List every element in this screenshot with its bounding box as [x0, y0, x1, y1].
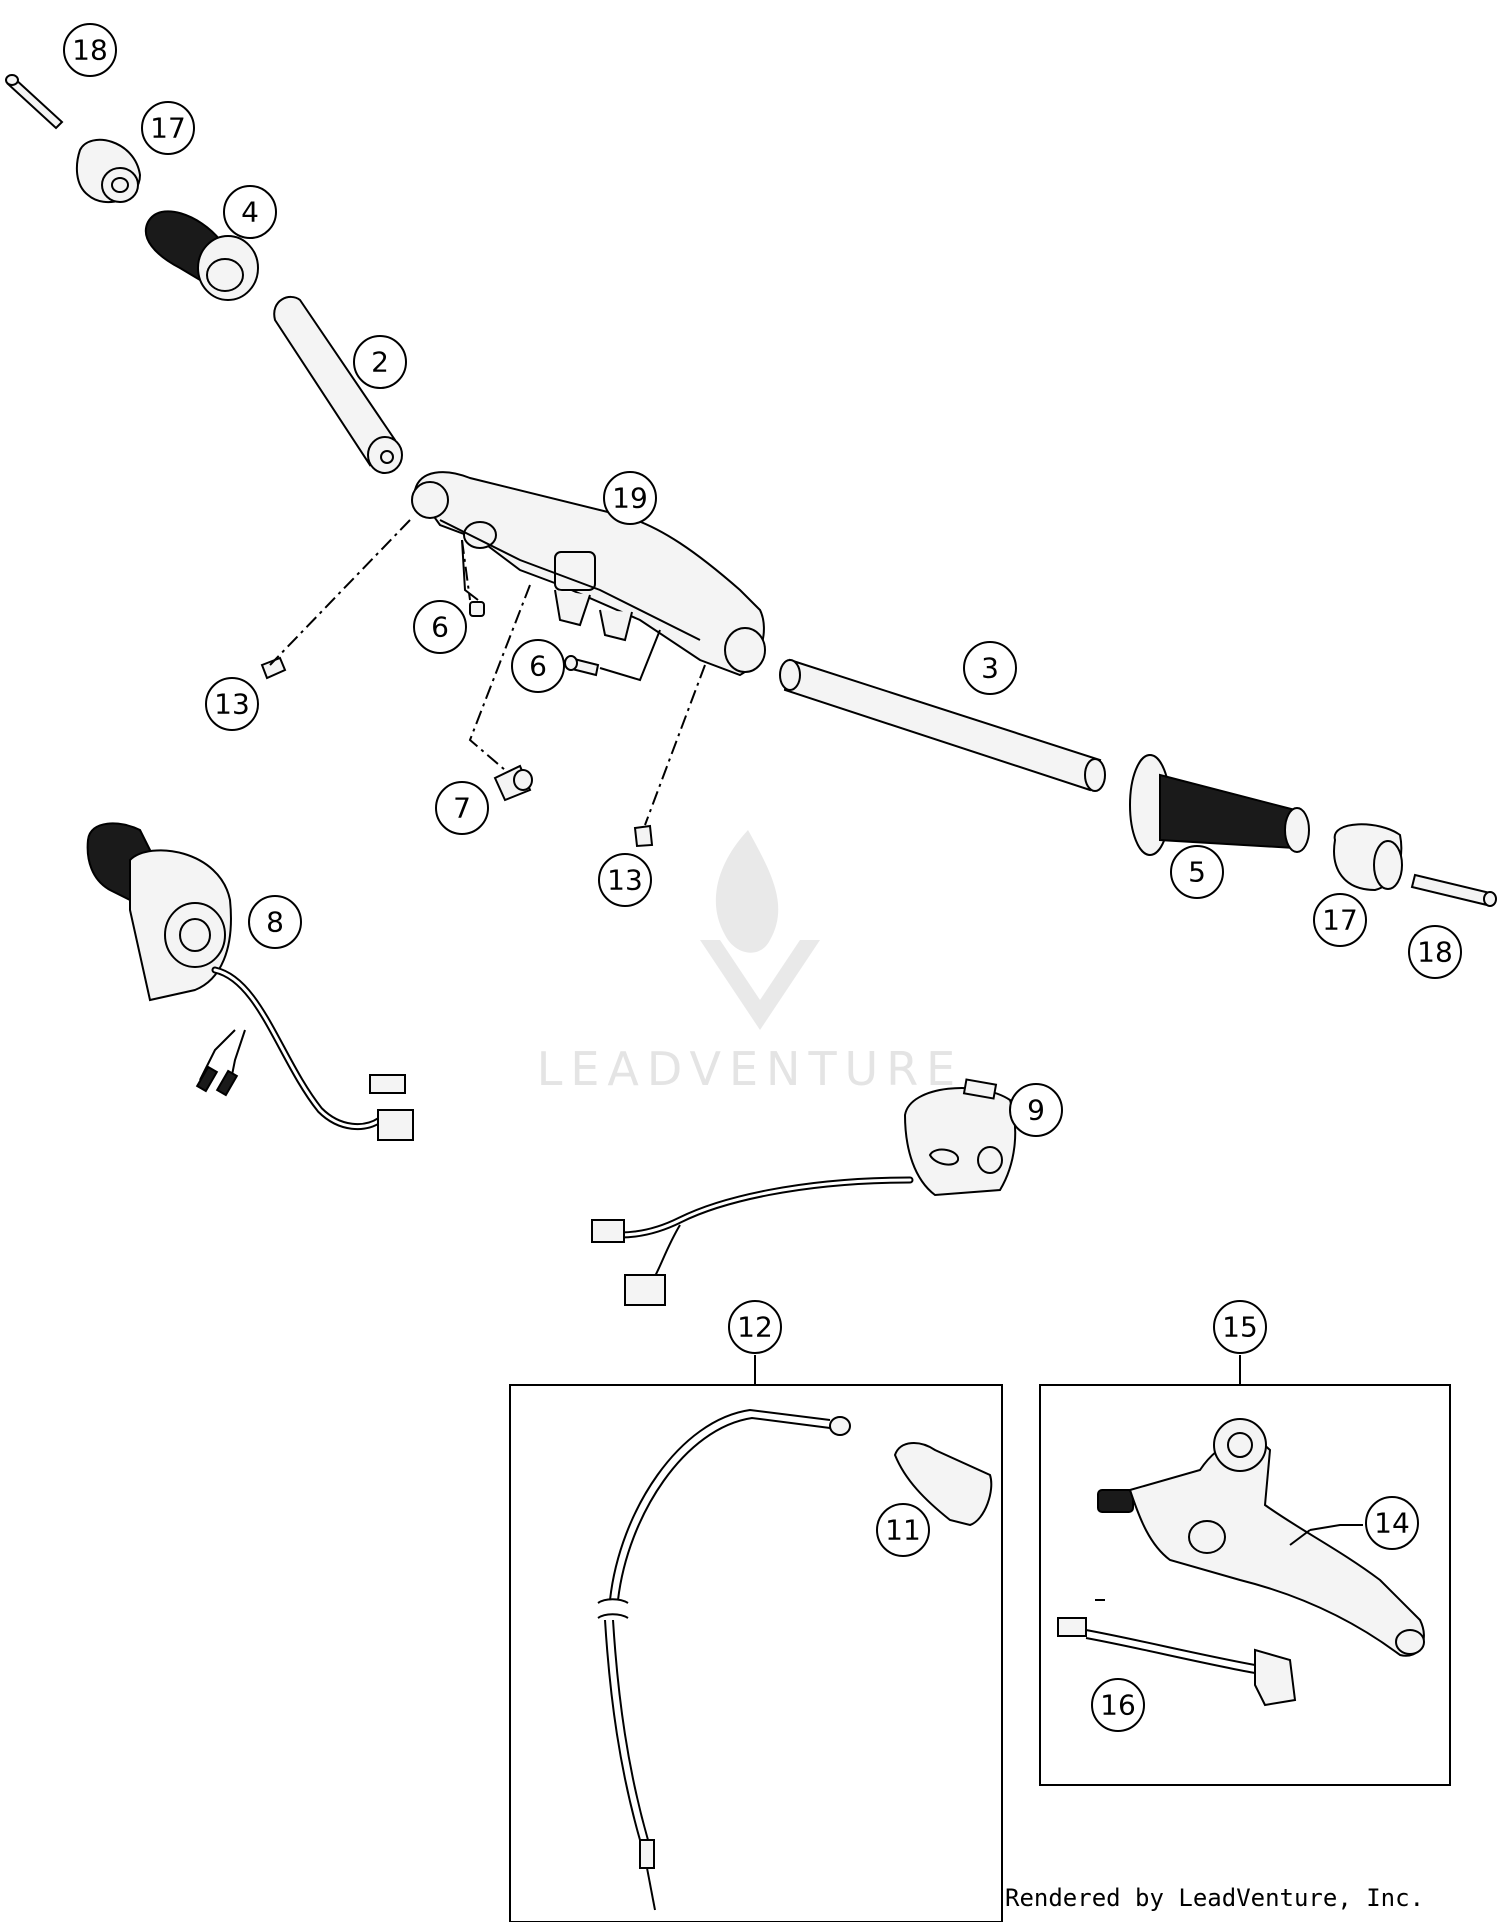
svg-text:17: 17 [1322, 904, 1358, 937]
part-throttle-tube [273, 295, 403, 474]
svg-text:14: 14 [1374, 1507, 1410, 1540]
kit-box-15 [1039, 1384, 1451, 1786]
watermark: LEADVENTURE [537, 830, 964, 1096]
callout-14: 14 [1365, 1496, 1419, 1550]
callout-3: 3 [963, 641, 1017, 695]
render-credit: Rendered by LeadVenture, Inc. [1005, 1884, 1425, 1912]
part-grip-left [144, 210, 259, 301]
svg-text:11: 11 [885, 1514, 921, 1547]
callout-19: 19 [603, 471, 657, 525]
part-clutch-switch-16 [1057, 1617, 1297, 1707]
callout-15: 15 [1213, 1300, 1267, 1354]
callout-16: 16 [1091, 1678, 1145, 1732]
callout-6-left: 6 [413, 600, 467, 654]
part-bar-end-weight-right [1333, 823, 1403, 892]
svg-text:6: 6 [529, 650, 547, 683]
part-screw-13b [633, 824, 654, 848]
part-screw-6a [469, 601, 485, 617]
svg-text:13: 13 [607, 864, 643, 897]
part-bar-end-screw-left [5, 74, 64, 130]
callout-18-right: 18 [1408, 925, 1462, 979]
callout-2: 2 [353, 335, 407, 389]
svg-text:6: 6 [431, 611, 449, 644]
callout-12: 12 [728, 1300, 782, 1354]
leader-lines [1095, 1524, 1363, 1601]
callout-17-right: 17 [1313, 893, 1367, 947]
part-throttle-assembly [86, 822, 414, 1141]
part-bar-end-screw-right [1410, 873, 1497, 907]
svg-text:7: 7 [453, 792, 471, 825]
svg-text:16: 16 [1100, 1689, 1136, 1722]
watermark-text: LEADVENTURE [537, 1042, 964, 1096]
svg-text:5: 5 [1188, 856, 1206, 889]
part-handlebar-clamp [411, 471, 766, 677]
callout-13-left: 13 [205, 677, 259, 731]
callout-13-center: 13 [598, 853, 652, 907]
callout-11: 11 [876, 1503, 930, 1557]
svg-text:12: 12 [737, 1311, 773, 1344]
svg-text:19: 19 [612, 482, 648, 515]
part-grip-right [1129, 754, 1310, 856]
callout-6-center: 6 [511, 639, 565, 693]
part-clutch-cable [597, 1408, 851, 1911]
svg-text:3: 3 [981, 652, 999, 685]
part-screw-6b [564, 655, 600, 677]
svg-text:18: 18 [1417, 936, 1453, 969]
svg-text:13: 13 [214, 688, 250, 721]
svg-text:8: 8 [266, 906, 284, 939]
part-clutch-lever [1097, 1418, 1425, 1657]
part-bar-end-weight-left [75, 138, 142, 204]
callout-8: 8 [248, 895, 302, 949]
callout-9: 9 [1009, 1083, 1063, 1137]
assembly-lines [269, 519, 706, 826]
callout-4: 4 [223, 185, 277, 239]
svg-text:4: 4 [241, 196, 259, 229]
callout-18-left: 18 [63, 23, 117, 77]
part-screw-7 [493, 764, 533, 802]
callout-5: 5 [1170, 845, 1224, 899]
svg-text:15: 15 [1222, 1311, 1258, 1344]
callout-17-left: 17 [141, 101, 195, 155]
part-handlebar-tube-right [779, 658, 1106, 792]
svg-text:18: 18 [72, 34, 108, 67]
svg-text:17: 17 [150, 112, 186, 145]
svg-text:9: 9 [1027, 1094, 1045, 1127]
part-switch-right [591, 1078, 1017, 1306]
part-cable-boot-11 [893, 1442, 993, 1527]
svg-text:2: 2 [371, 346, 389, 379]
callout-7: 7 [435, 781, 489, 835]
